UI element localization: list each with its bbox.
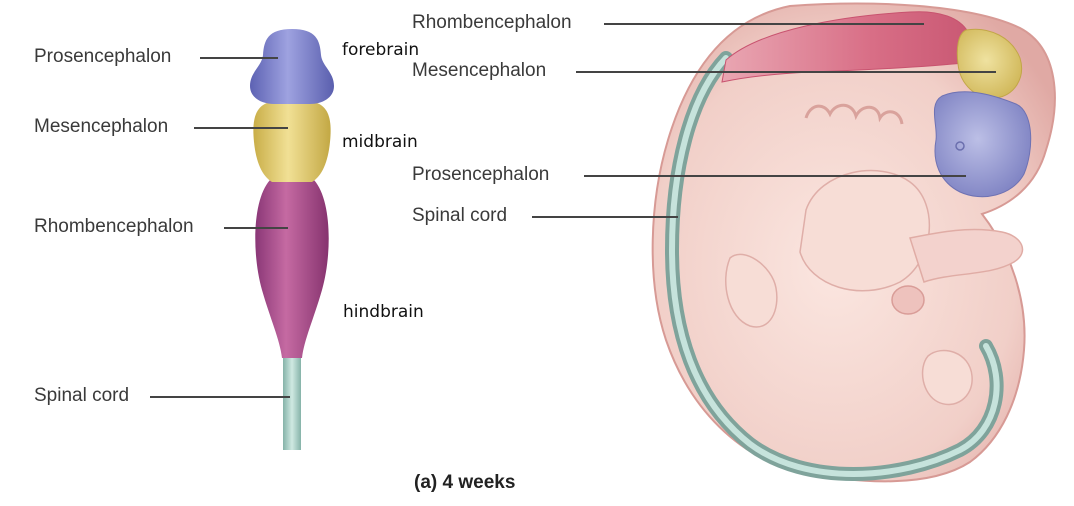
leader-line-mesencephalon-right bbox=[576, 71, 996, 73]
limb-bud-lower bbox=[923, 350, 973, 404]
prosencephalon-segment bbox=[250, 29, 334, 104]
leader-line-rhombencephalon-right bbox=[604, 23, 924, 25]
label-rhombencephalon-left: Rhombencephalon bbox=[34, 216, 194, 238]
spinal-cord-segment bbox=[283, 352, 301, 450]
prosencephalon-region-right bbox=[934, 92, 1030, 197]
leader-line-rhombencephalon-left bbox=[224, 227, 288, 229]
tail-bulb bbox=[892, 286, 924, 314]
neural-tube-diagram bbox=[0, 0, 400, 506]
label-spinal-cord-left: Spinal cord bbox=[34, 385, 129, 407]
label-mesencephalon-left: Mesencephalon bbox=[34, 116, 168, 138]
figure-caption: (a) 4 weeks bbox=[414, 472, 515, 494]
leader-line-spinal-cord-right bbox=[532, 216, 678, 218]
annotation-hindbrain: hindbrain bbox=[343, 302, 424, 322]
embryo-illustration bbox=[610, 0, 1070, 506]
heart-bulge bbox=[800, 171, 929, 291]
leader-line-mesencephalon-left bbox=[194, 127, 288, 129]
mesencephalon-segment bbox=[253, 102, 330, 182]
label-mesencephalon-right: Mesencephalon bbox=[412, 60, 546, 82]
rhombencephalon-segment bbox=[255, 180, 328, 358]
leader-line-spinal-cord-left bbox=[150, 396, 290, 398]
label-prosencephalon-right: Prosencephalon bbox=[412, 164, 549, 186]
annotation-midbrain: midbrain bbox=[342, 132, 418, 152]
leader-line-prosencephalon-left bbox=[200, 57, 278, 59]
leader-line-prosencephalon-right bbox=[584, 175, 966, 177]
label-rhombencephalon-right: Rhombencephalon bbox=[412, 12, 572, 34]
annotation-forebrain: forebrain bbox=[342, 40, 419, 60]
label-prosencephalon-left: Prosencephalon bbox=[34, 46, 171, 68]
label-spinal-cord-right: Spinal cord bbox=[412, 205, 507, 227]
